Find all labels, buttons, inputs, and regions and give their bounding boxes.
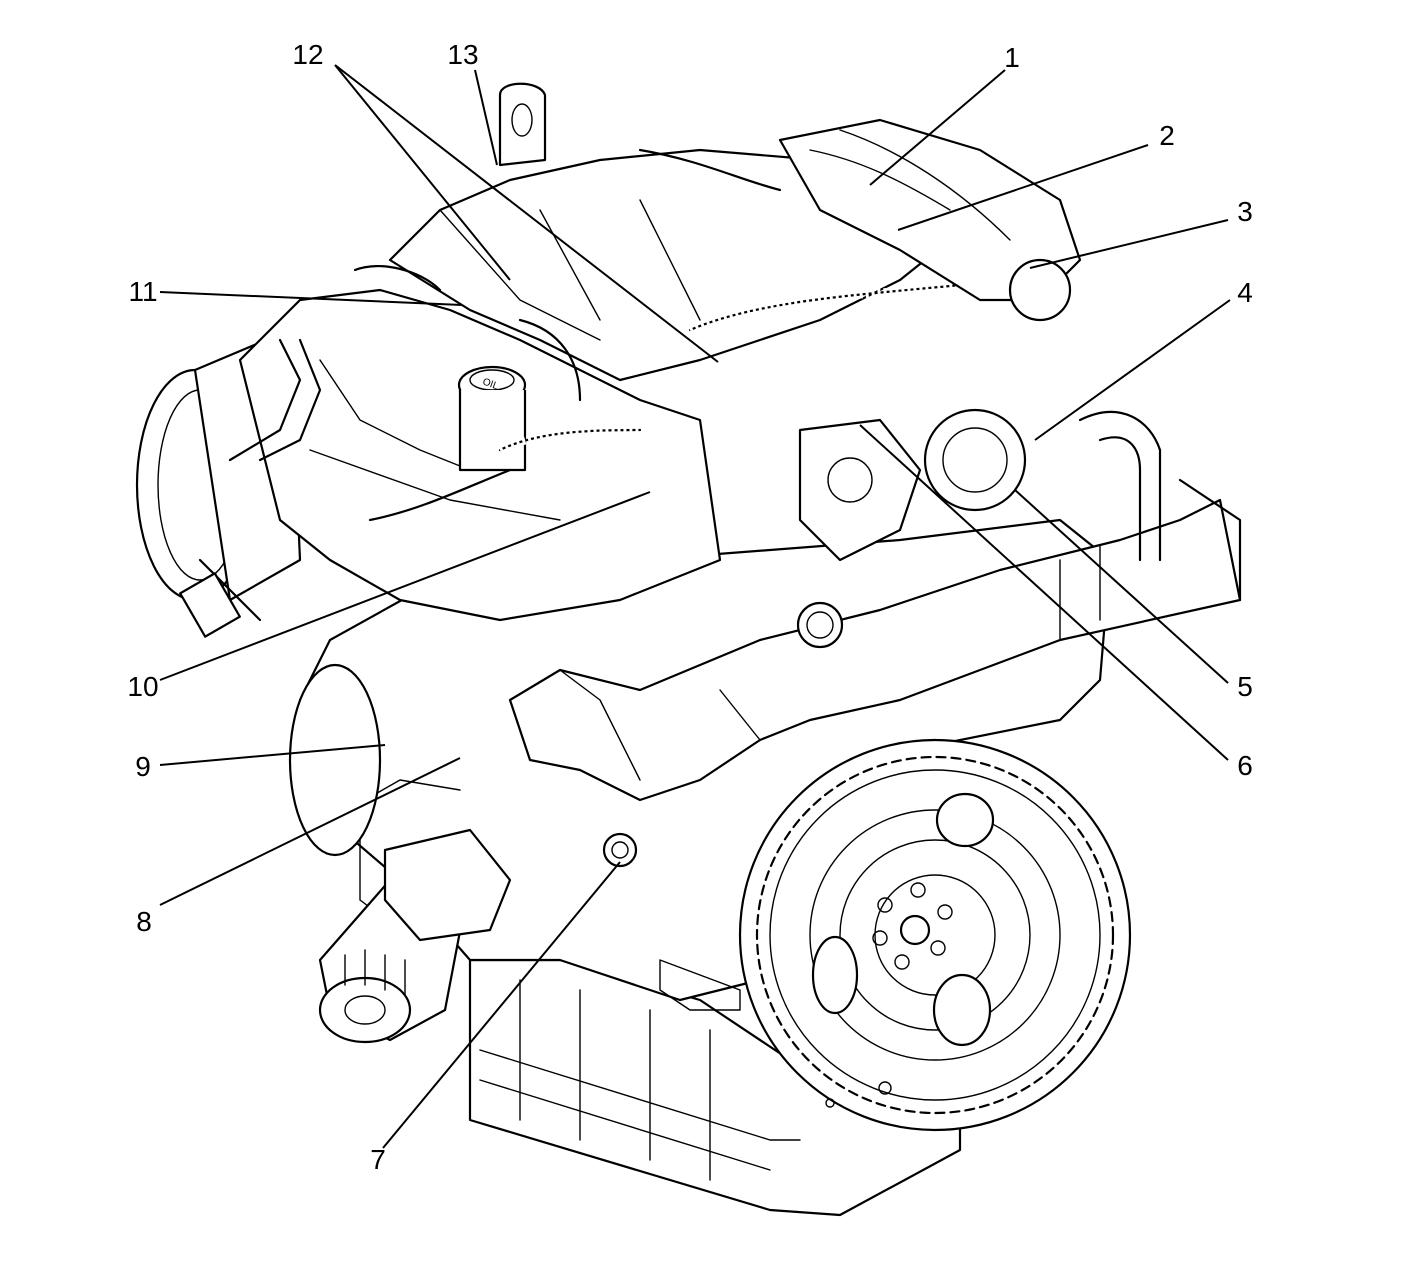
oil-fill-cap: OIL [457,365,527,472]
callout-12: 12 [292,39,324,70]
rear-components [778,118,1082,322]
callout-11: 11 [128,276,158,307]
flywheel [738,738,1132,1132]
throttle-body [798,408,1027,562]
callout-3: 3 [1237,196,1253,227]
callout-8: 8 [136,906,152,937]
oil-cap-text: OIL [481,376,500,392]
callout-2: 2 [1159,120,1175,151]
callout-13: 13 [447,39,479,70]
callout-7: 7 [370,1144,386,1175]
callout-9: 9 [135,751,151,782]
callout-6: 6 [1237,750,1253,781]
callout-4: 4 [1237,277,1253,308]
oil-filter [318,828,512,1044]
callout-10: 10 [127,671,159,702]
leader-lines [159,64,1231,1149]
front-pipes [179,338,512,638]
callout-1: 1 [1004,42,1020,73]
coolant-outlet [602,601,844,868]
right-tubes [1078,410,1242,602]
callout-5: 5 [1237,671,1253,702]
